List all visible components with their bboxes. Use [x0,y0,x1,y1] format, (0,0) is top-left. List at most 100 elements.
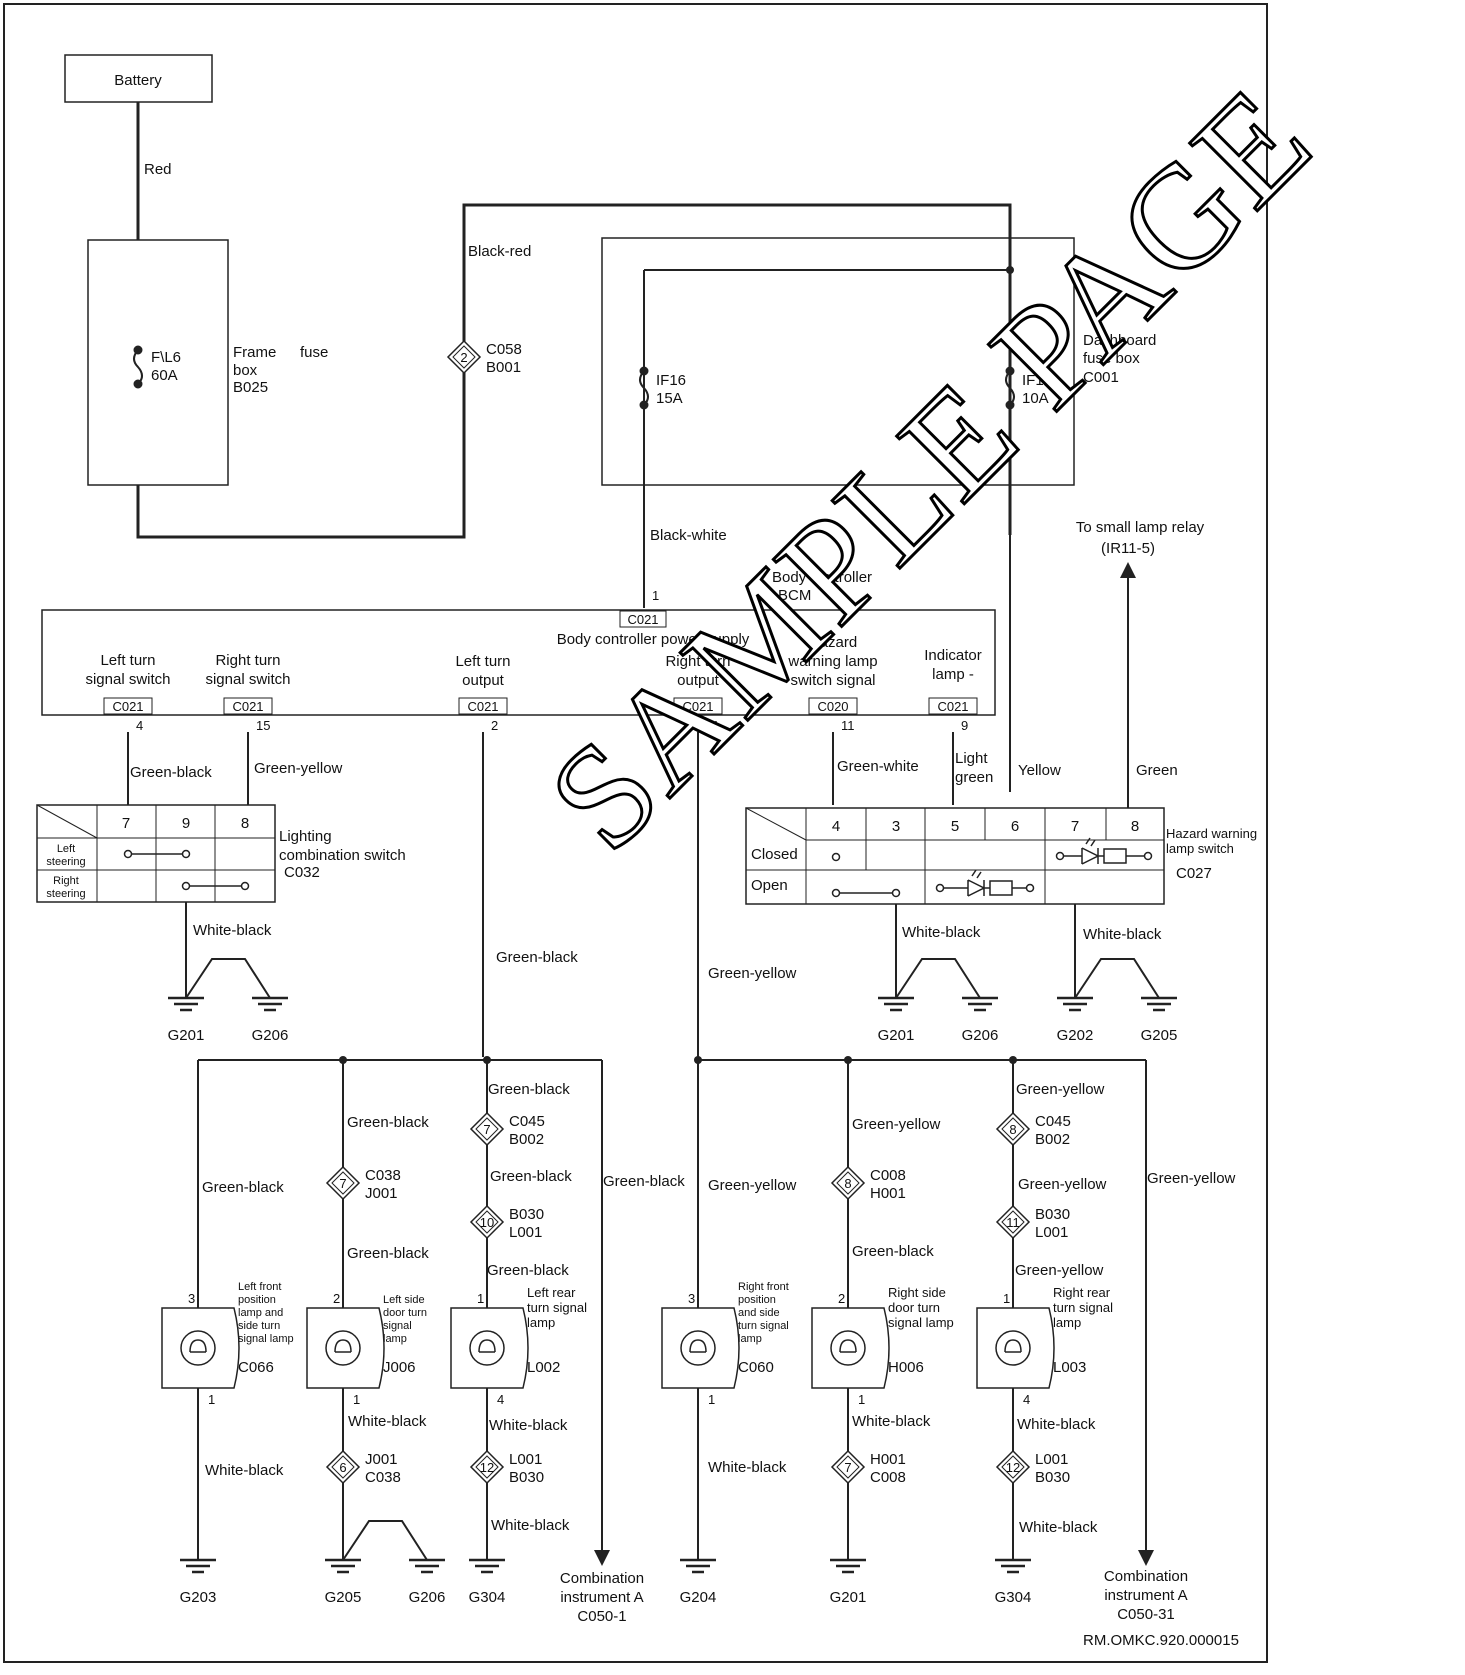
ground-icon [180,1558,216,1574]
ground-symbol-g201: G201 [878,996,914,1044]
inline-diamond [469,1111,505,1147]
lamp-bulb-icon [680,1330,716,1366]
lamp-bottom-pin: 1 [208,1392,215,1407]
lamp-desc-line: Left front [238,1281,281,1293]
dashboard-fuse-box: Dashboard fuse box C001 IF16 15A IF18 10… [601,237,1156,486]
ground-icon [409,1558,445,1574]
bcm-port-3-conn: C021 [682,699,713,714]
lamp-filament [839,1339,857,1353]
ground-label: G202 [1057,1027,1094,1044]
hws-led-open-b [1025,883,1035,893]
lbl-gy-1: Green-yellow [708,1177,797,1194]
fuse-if18-id: IF18 [1022,372,1052,389]
bcm-port-2-conn: C021 [467,699,498,714]
hws-closed: Closed [751,846,798,863]
wire-label-white-black-hws-r: White-black [1083,926,1162,943]
wire-if16-to-bcm [643,269,1010,608]
lighting-combination-switch: 7 9 8 Left steering Right steering Light… [36,804,406,903]
lamp-desc-line: Left side [383,1294,425,1306]
bcm-port-4-pin: 11 [841,718,855,733]
wire-label-black-white: Black-white [650,527,727,544]
bcm-port-5-conn-box [928,697,978,715]
inline-diamond [469,1449,505,1485]
bcm-port-1-pin: 15 [256,718,270,733]
lcs-name-2: combination switch [279,847,406,864]
lcs-row1-b: steering [46,856,85,868]
ground-icon [1057,996,1093,1012]
lbl-wb-6: White-black [852,1413,931,1430]
frame-box-code: B025 [233,379,268,396]
lcs-contact-right-a [181,881,191,891]
hws-open-contact-b [891,888,901,898]
lcs-pin-7: 7 [122,815,130,832]
inline-diamond [446,339,482,375]
bcm-port-0-label-1: Left turn [100,652,155,669]
ground-label: G304 [995,1589,1032,1606]
inline-diamond-inner [1001,1455,1025,1479]
lamp-desc-line: Right front [738,1281,789,1293]
lamp-desc-line: and side [738,1307,780,1319]
wire-label-red: Red [144,161,172,178]
fuse-symbols [133,266,1015,410]
wire-hws-ground-right [1074,904,1160,999]
ground-icon [878,996,914,1012]
inline-code-b: B002 [1035,1131,1070,1148]
lamp-desc-line: Right side [888,1285,946,1300]
hws-closed-contact [831,852,841,862]
ground-icon [830,1558,866,1574]
lbl-gb-2: Green-black [347,1114,429,1131]
lbl-wb-7: White-black [1017,1416,1096,1433]
lbl-wb-5: White-black [708,1459,787,1476]
ground-symbol-g304: G304 [995,1558,1032,1606]
inline-code-a: C045 [509,1113,545,1130]
bcm-port-0-conn: C021 [112,699,143,714]
lcs-contact-right-b [240,881,250,891]
lbl-gy-2: Green-yellow [852,1116,941,1133]
instrument-right-1: Combination [1104,1568,1188,1585]
lamp-desc-line: signal lamp [238,1333,294,1345]
lbl-gy-5: Green-yellow [1015,1262,1104,1279]
inline-code-b: B001 [486,359,521,376]
hws-pin-5: 5 [951,818,959,835]
lamp-code: L002 [527,1359,560,1376]
hws-led-open [940,879,1030,897]
inline-code-a: C058 [486,341,522,358]
wire-label-green-yellow-switch: Green-yellow [254,760,343,777]
fuse-if16-id: IF16 [656,372,686,389]
lbl-wb-4: White-black [491,1517,570,1534]
inline-diamond-inner [475,1455,499,1479]
lamp-code: C066 [238,1359,274,1376]
fuse-if18-wave [1005,370,1015,406]
inline-diamond-inner [1001,1210,1025,1234]
document-code: RM.OMKC.920.000015 [1083,1632,1239,1649]
inline-code-b: H001 [870,1185,906,1202]
inline-code-b: B002 [509,1131,544,1148]
lcs-name-1: Lighting [279,828,332,845]
inline-code-a: L001 [1035,1451,1068,1468]
frame-fuse-box: Frame fuse box B025 F\L6 60A [87,239,328,486]
fuse-if16-wave [639,370,649,406]
ground-icon [680,1558,716,1574]
lamp-filament [478,1339,496,1353]
bcm-port-1-label-2: signal switch [205,671,290,688]
wire-label-black-red: Black-red [468,243,531,260]
lcs-contact-left-b [181,849,191,859]
hws-led-rays [971,837,1096,879]
lamp-desc-line: side turn [238,1320,280,1332]
inline-diamond [830,1449,866,1485]
inline-diamond [830,1165,866,1201]
lamp-desc-line: Left rear [527,1285,576,1300]
ground-label: G204 [680,1589,717,1606]
lbl-gb-3: Green-black [347,1245,429,1262]
wire-label-green-black-left-out: Green-black [496,949,578,966]
ground-label: G304 [469,1589,506,1606]
